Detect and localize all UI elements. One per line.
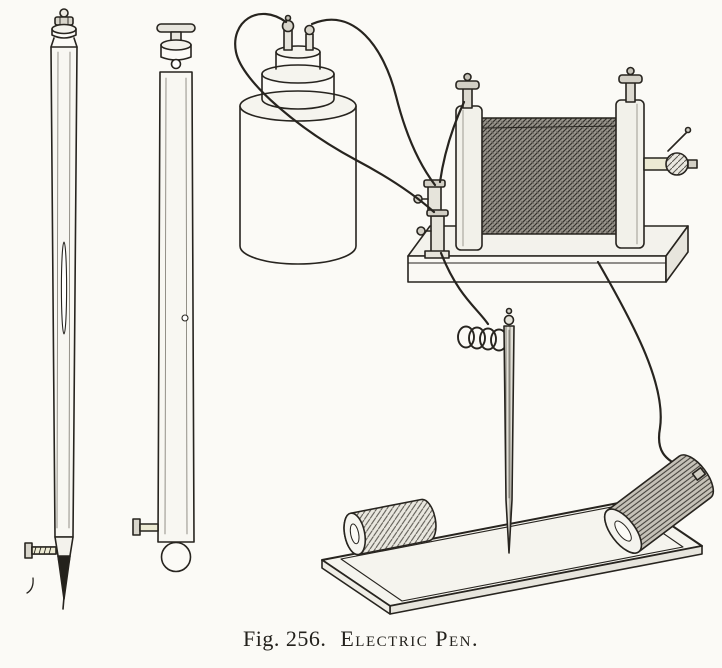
coil-winding [479,117,621,235]
wire-post-link [438,100,466,184]
pen2-barrel [157,71,195,543]
wire-spiral [457,325,510,352]
coil-base-side [665,225,689,283]
coil-flange-left [455,105,483,251]
pen2-side-screw-head [132,518,141,536]
figure-caption-number: Fig. 256. [242,626,327,651]
stand-pen [503,307,515,554]
wire-to-pen [439,251,490,326]
electric-pen-outer-view [132,23,196,573]
electric-pen-side-view [24,8,78,610]
pen2-thumbscrew [156,23,196,33]
coil-base-front [407,255,667,283]
pen2-ball-foot [160,541,192,573]
pen-cap-disc [51,23,77,35]
moist-pad [343,498,437,556]
coil-flange-right [615,99,645,249]
stand-board-border [340,504,684,602]
contact-posts [413,179,450,259]
pen-finial [59,8,69,18]
battery-terminal-right [305,33,314,51]
pen-needle-tip [57,555,71,600]
pen-clamp-screw-head [24,542,33,559]
figure-illustration [24,8,715,615]
connecting-wires [234,12,686,470]
pen2-vent-hole [181,314,189,322]
pen-stand [321,307,715,615]
battery-terminal-left [283,29,293,51]
battery-cell [239,14,357,265]
pen2-collar [160,39,192,51]
stand-board-edge-left [321,559,391,615]
binding-post-right [625,81,636,103]
pen2-eyelet [170,58,182,70]
wire-to-roller [596,260,686,470]
induction-coil-unit [407,66,698,283]
ink-roller [603,454,715,554]
binding-post-left [462,87,473,109]
stand-pen-knob [503,314,515,326]
figure-caption-title: Electric Pen. [340,626,480,651]
adjusting-knob [665,152,689,176]
pen-slot [60,241,68,335]
figure-caption: Fig. 256. Electric Pen. [0,626,722,652]
battery-jar [239,105,357,265]
wire-battery-right [310,18,437,187]
wire-battery-left [234,12,436,214]
